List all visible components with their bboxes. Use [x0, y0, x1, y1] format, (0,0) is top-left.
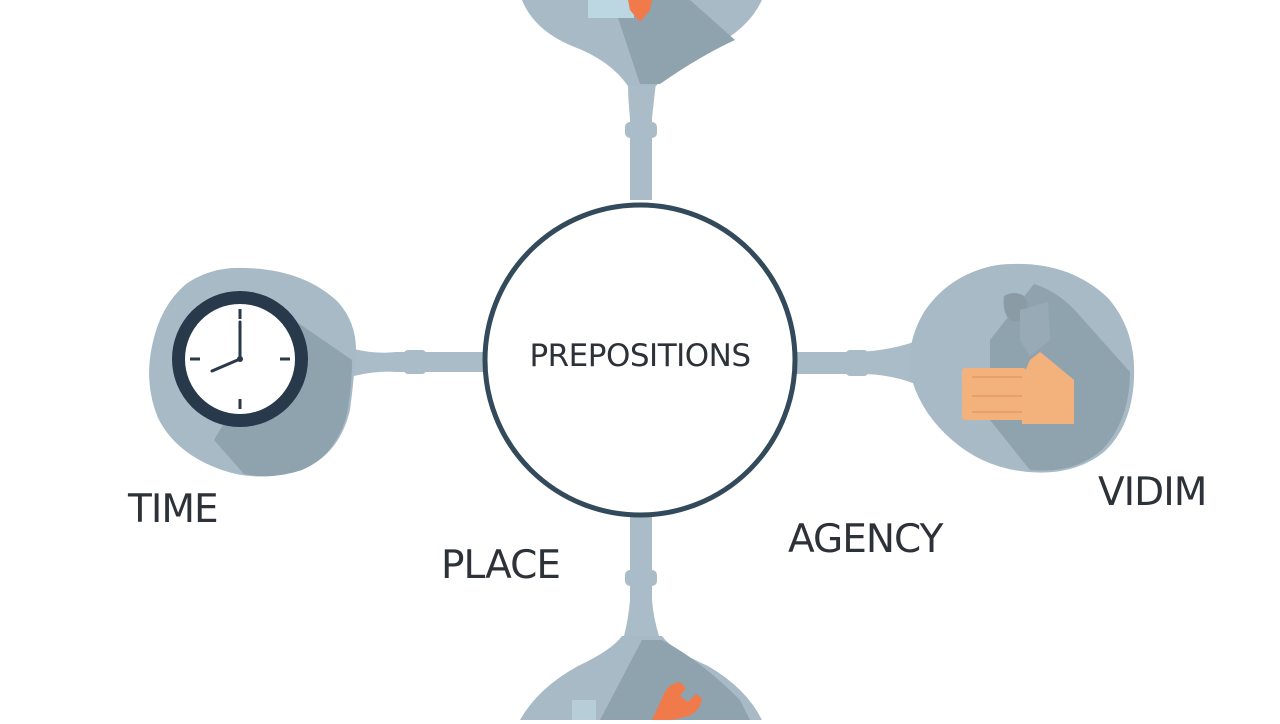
handshake-icon — [962, 293, 1074, 424]
node-bottom — [520, 636, 762, 720]
top-icon-light — [588, 0, 634, 18]
center-node — [482, 202, 798, 518]
top-icon-accent — [628, 0, 652, 22]
node-agency — [909, 263, 1135, 473]
label-agency: AGENCY — [788, 517, 943, 562]
label-vidim: VIDIM — [1098, 470, 1207, 515]
node-top — [522, 0, 762, 86]
connector-top — [625, 82, 657, 200]
wrench-icon — [652, 682, 702, 720]
label-time: TIME — [128, 487, 219, 532]
node-time — [149, 267, 356, 477]
connector-right — [796, 338, 925, 388]
clock-icon — [172, 291, 308, 427]
label-place: PLACE — [441, 543, 561, 588]
center-label: PREPOSITIONS — [529, 338, 751, 374]
connector-left — [340, 345, 484, 380]
connector-bottom — [620, 516, 664, 650]
